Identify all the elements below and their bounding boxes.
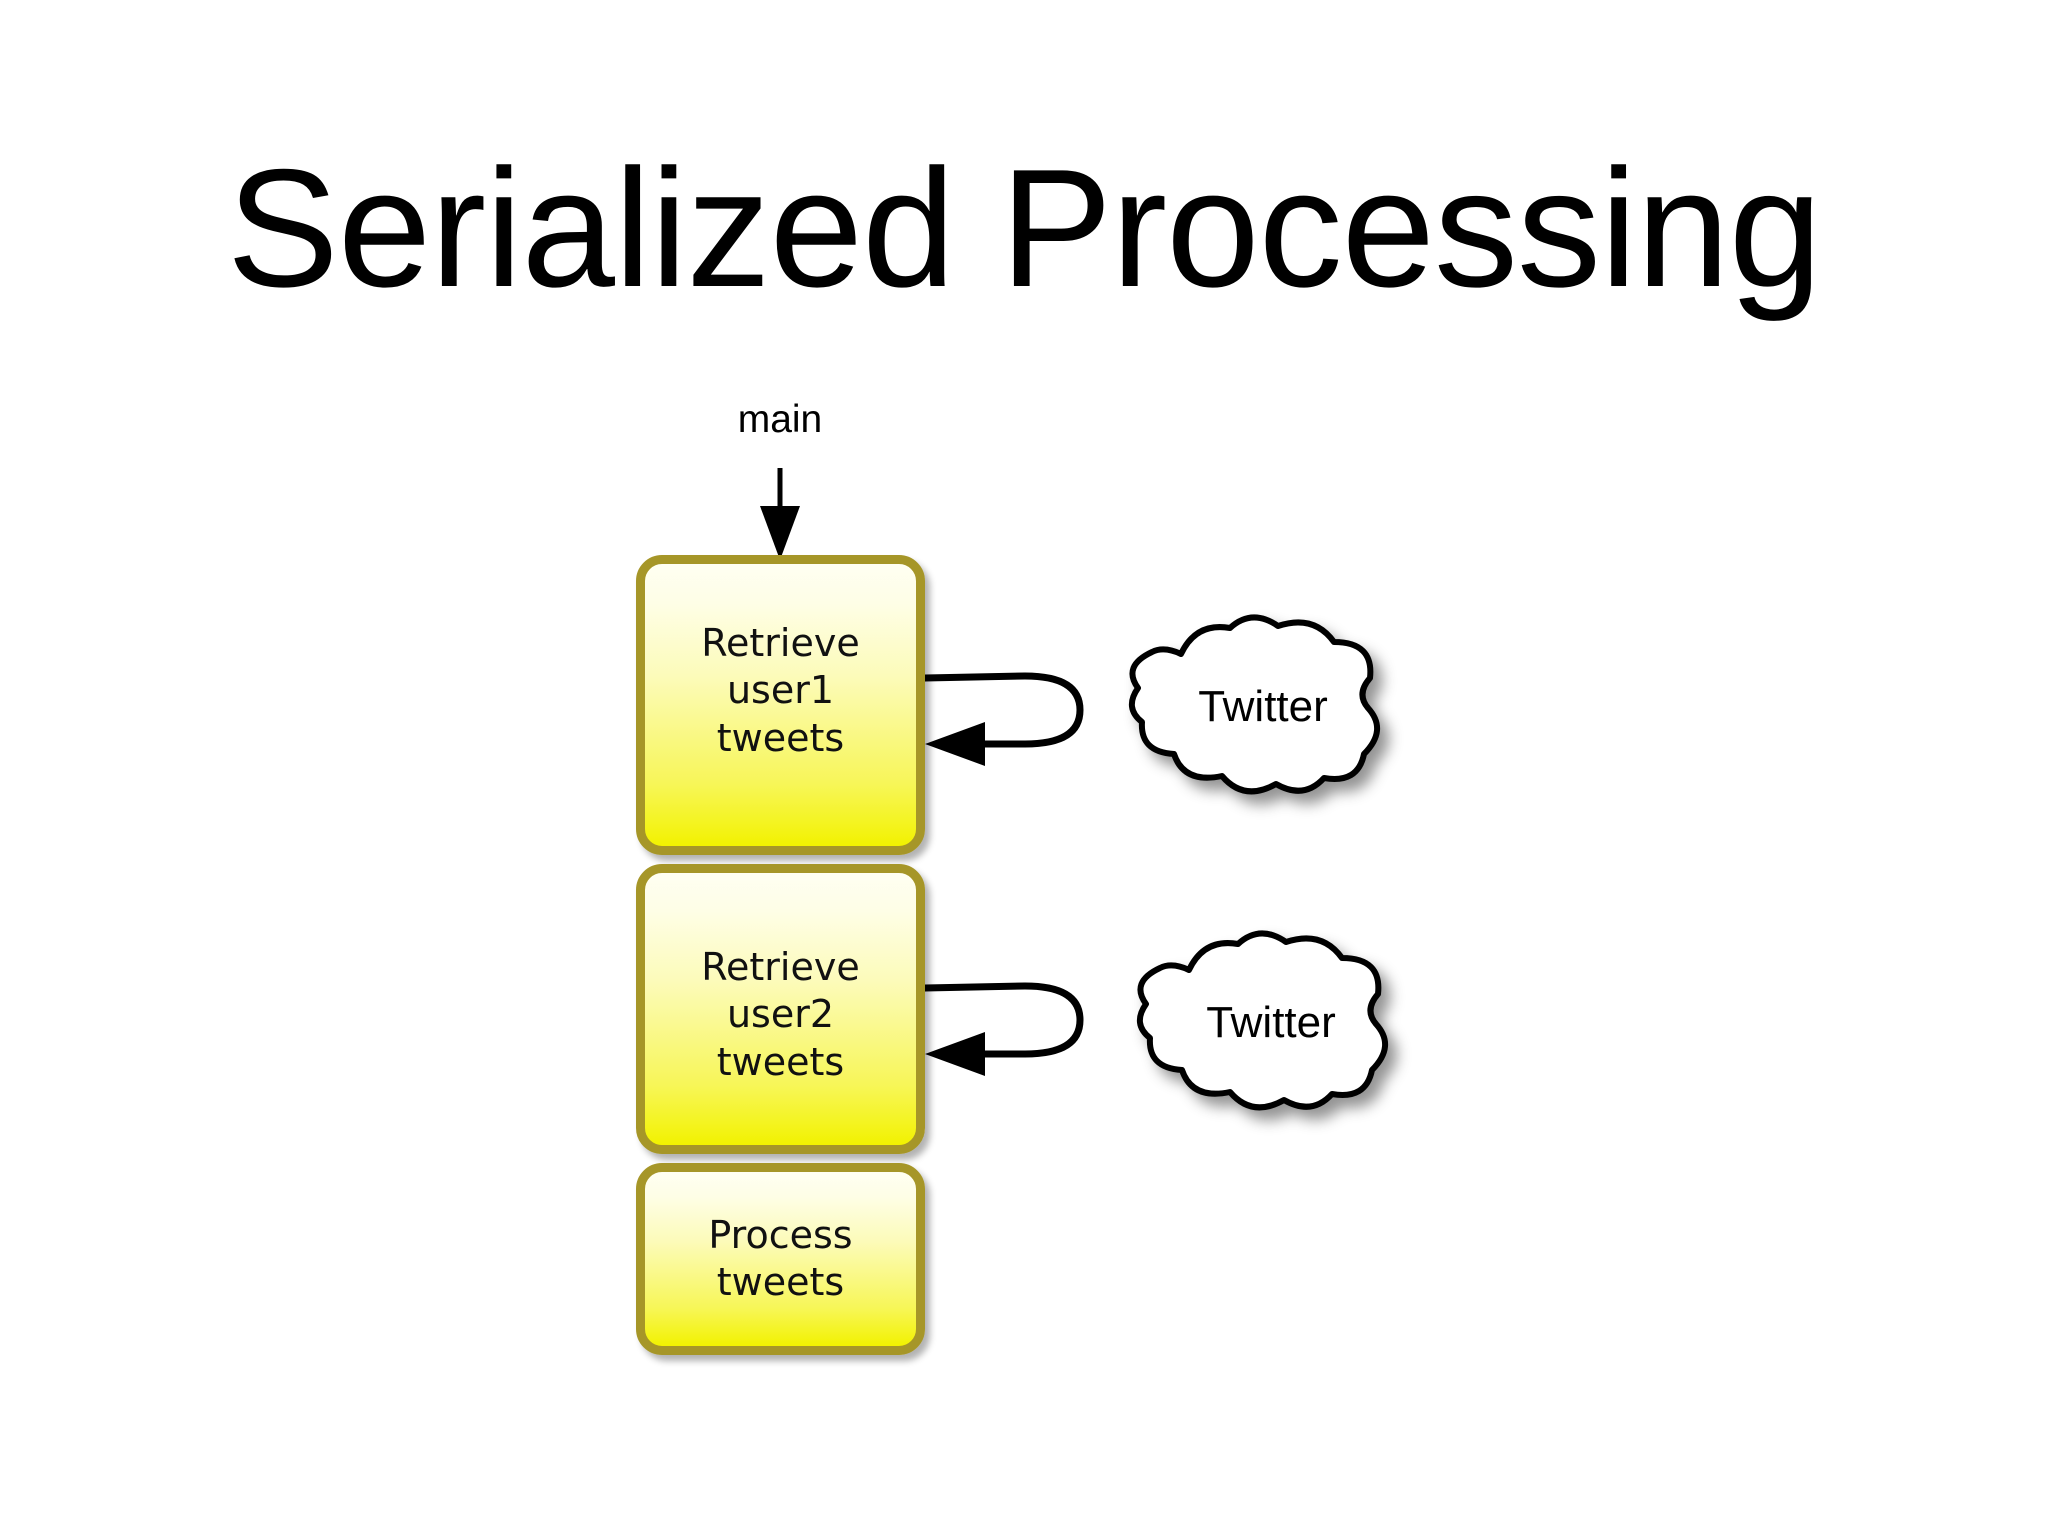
user1-roundtrip-arrow [921, 672, 1084, 766]
process-box-label: Process tweets [708, 1212, 853, 1304]
cloud-icon [1137, 930, 1388, 1111]
page-title: Serialized Processing [226, 134, 1822, 322]
cloud-label: Twitter [1198, 682, 1328, 731]
process-box-retrieve-user2[interactable]: Retrieve user2 tweets [636, 864, 925, 1154]
main-entry-arrow [760, 468, 800, 560]
user2-roundtrip-arrow [921, 982, 1084, 1076]
cloud-icon [1129, 614, 1380, 795]
process-box-label: Retrieve user2 tweets [701, 945, 860, 1084]
cloud-twitter-1[interactable]: Twitter [1118, 612, 1408, 812]
process-box-process-tweets[interactable]: Process tweets [636, 1163, 925, 1355]
cloud-twitter-2[interactable]: Twitter [1126, 928, 1416, 1128]
cloud-label: Twitter [1206, 998, 1336, 1047]
main-thread-label: main [737, 398, 823, 441]
process-box-label: Retrieve user1 tweets [701, 621, 860, 760]
process-box-retrieve-user1[interactable]: Retrieve user1 tweets [636, 555, 925, 855]
